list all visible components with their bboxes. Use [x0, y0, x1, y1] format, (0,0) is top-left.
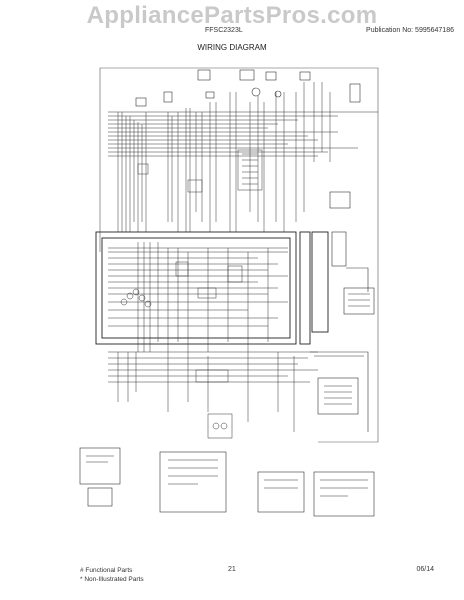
page-number: 21	[228, 566, 236, 573]
diagram-border	[99, 67, 379, 443]
control-board-region	[95, 231, 329, 345]
lower-harness	[108, 351, 318, 439]
watermark: AppliancePartsPros.com	[86, 2, 378, 29]
upper-harness	[108, 82, 378, 232]
functional-parts-note: # Functional Parts	[80, 567, 133, 574]
wiring-diagram	[79, 67, 379, 517]
non-illustrated-note: * Non-Illustrated Parts	[80, 576, 144, 583]
top-components	[135, 69, 361, 107]
revision-date: 06/14	[416, 566, 434, 573]
model-number: FFSC2323L	[205, 27, 243, 34]
bottom-modules	[79, 447, 375, 517]
footer-notes: # Functional Parts * Non-Illustrated Par…	[80, 566, 144, 584]
right-components	[310, 191, 375, 432]
control-board-wiring	[108, 242, 288, 352]
page-title: WIRING DIAGRAM	[197, 43, 267, 52]
publication-number: Publication No: 5995647186	[366, 27, 454, 34]
